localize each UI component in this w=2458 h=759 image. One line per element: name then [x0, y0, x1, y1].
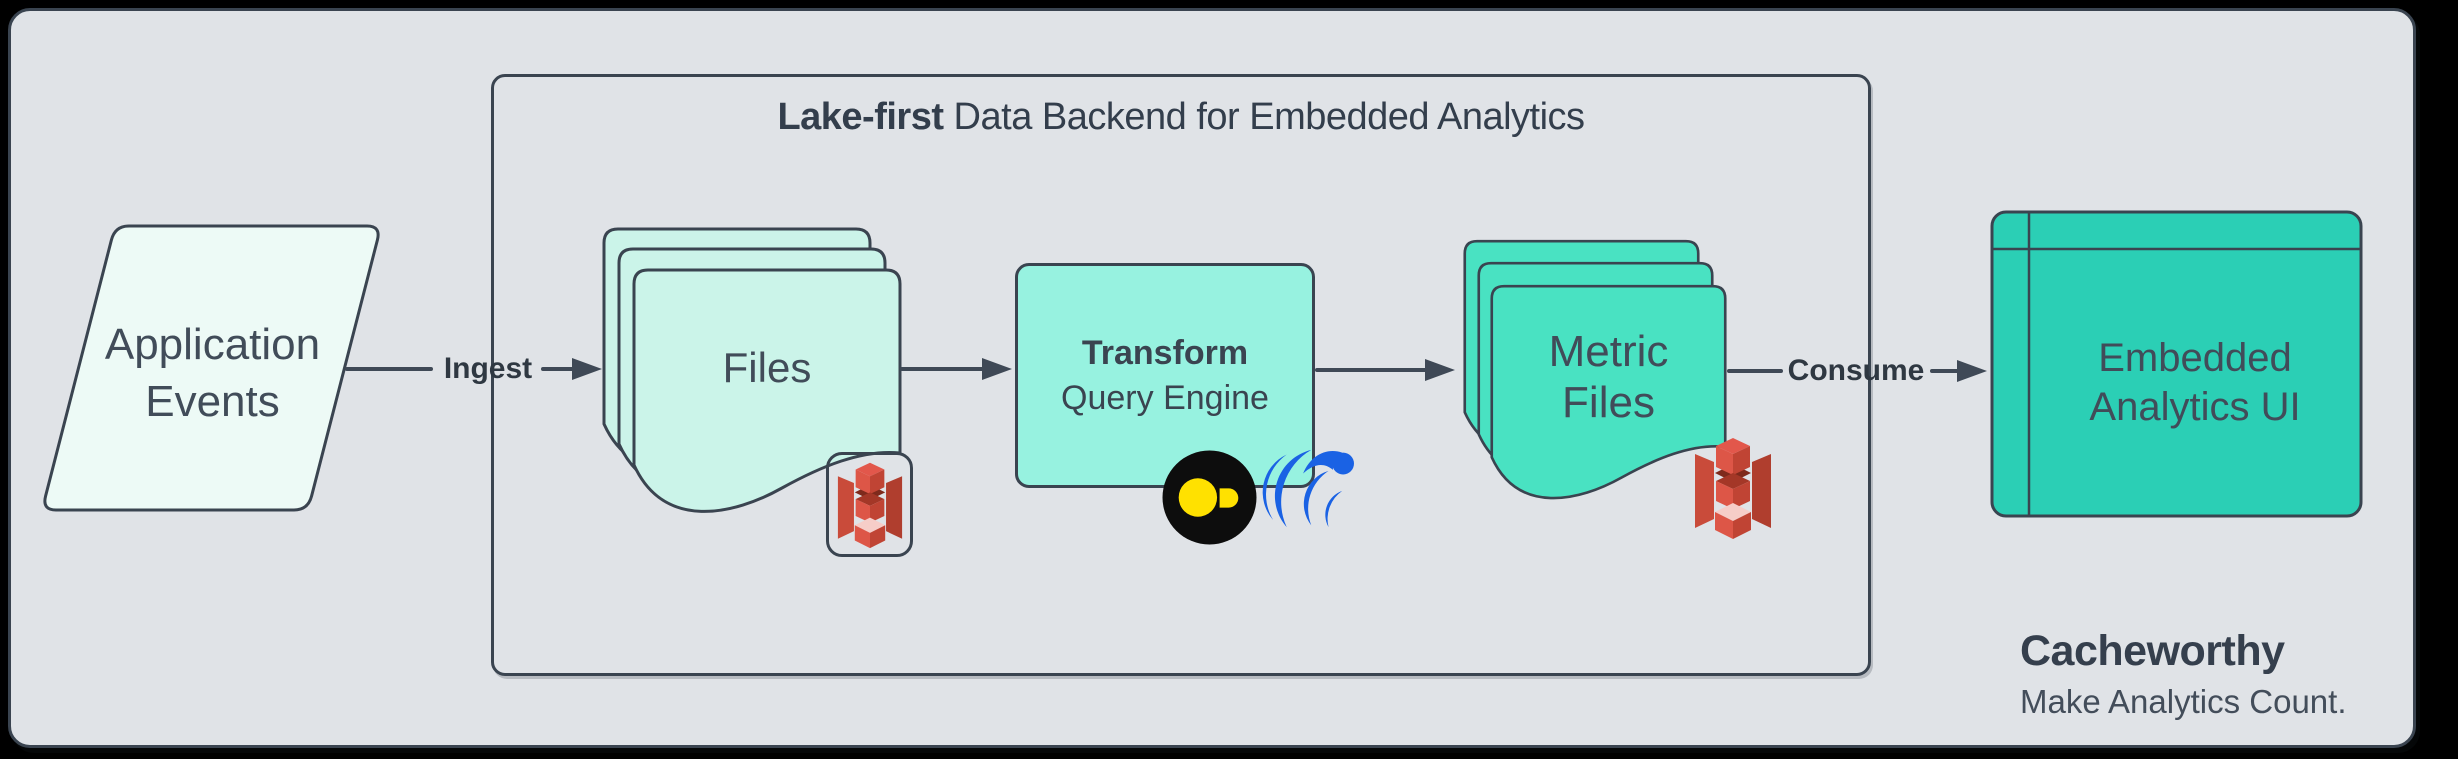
ingest-edge-line-right [541, 367, 575, 371]
embedded-ui-line2: Analytics UI [2089, 384, 2301, 429]
embedded-ui-line1: Embedded [2098, 335, 2292, 380]
files-to-transform-arrowhead-icon [982, 358, 1012, 380]
ingest-edge-label: Ingest [443, 352, 533, 385]
metric-files-line2: Files [1562, 378, 1655, 427]
transform-to-metric-arrowhead-icon [1425, 359, 1455, 381]
files-s3-badge [826, 452, 913, 557]
consume-edge-label: Consume [1787, 354, 1925, 387]
files-to-transform-edge-line [900, 367, 984, 371]
metric-files-line1: Metric [1548, 327, 1669, 376]
transform-label: Transform [1081, 333, 1249, 372]
query-engine-label: Query Engine [1061, 378, 1269, 417]
container-title-bold: Lake-first [777, 96, 944, 138]
metric-files-label: Metric Files [1490, 270, 1727, 484]
container-title-rest: Data Backend for Embedded Analytics [943, 96, 1586, 138]
brand-tagline: Make Analytics Count. [2020, 683, 2347, 720]
embedded-analytics-ui-node [1990, 210, 2363, 518]
wave-logo-icon [1260, 449, 1358, 529]
application-events-label: Application Events [60, 316, 365, 430]
application-events-line1: Application [104, 320, 321, 369]
files-label-text: Files [722, 344, 812, 391]
container-title: Lake-first Data Backend for Embedded Ana… [491, 96, 1871, 139]
ingest-edge-line-left [345, 367, 433, 371]
lake-first-container-box [491, 74, 1871, 676]
brand-name: Cacheworthy [2020, 627, 2285, 675]
consume-edge-line-left [1727, 369, 1783, 373]
application-events-node [43, 224, 380, 512]
transform-to-metric-edge-line [1315, 368, 1427, 372]
branding-block: Cacheworthy Make Analytics Count. [2020, 626, 2347, 722]
duckdb-icon [1162, 450, 1257, 545]
files-label: Files [632, 268, 902, 468]
embedded-analytics-ui-label: Embedded Analytics UI [2027, 247, 2363, 518]
ingest-arrowhead-icon [572, 358, 602, 380]
s3-icon [832, 460, 908, 550]
consume-arrowhead-icon [1957, 360, 1987, 382]
s3-icon [1688, 435, 1778, 541]
application-events-line2: Events [145, 377, 280, 426]
consume-edge-line-right [1930, 369, 1959, 373]
